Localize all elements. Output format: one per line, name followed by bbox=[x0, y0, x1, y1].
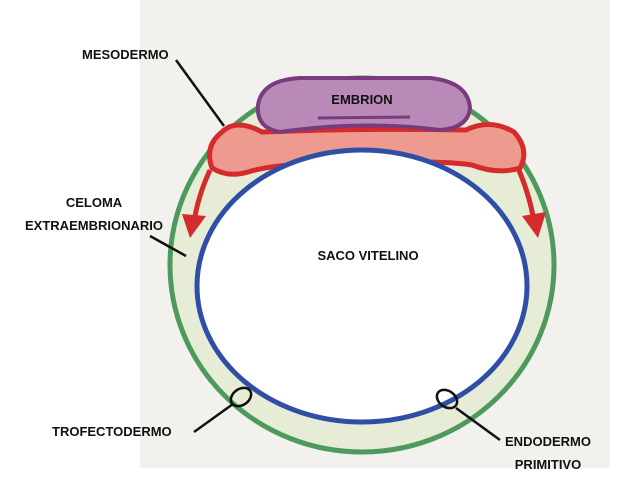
mesoderm-right-arrow-head bbox=[522, 212, 546, 238]
mesodermo-leader-line bbox=[174, 59, 226, 127]
trofectodermo-leader-line bbox=[193, 402, 234, 434]
trofectodermo-label: TROFECTODERMO bbox=[52, 424, 172, 439]
endodermo-marker-oval bbox=[435, 388, 459, 410]
embryo-inner-line bbox=[317, 115, 411, 120]
saco-vitelino-label: SACO VITELINO bbox=[317, 248, 418, 263]
celoma-leader-line bbox=[149, 234, 187, 258]
yolk-sac bbox=[194, 147, 530, 425]
embrion-label: EMBRION bbox=[331, 92, 392, 107]
endodermo-label-line2: PRIMITIVO bbox=[515, 457, 581, 472]
celoma-label-line1: CELOMA bbox=[66, 195, 123, 210]
embryo-shape bbox=[255, 76, 473, 135]
celoma-label-line2: EXTRAEMBRIONARIO bbox=[25, 218, 163, 233]
endodermo-label-line1: ENDODERMO bbox=[505, 434, 591, 449]
endodermo-leader-line bbox=[455, 406, 501, 442]
mesodermo-label: MESODERMO bbox=[82, 47, 169, 62]
mesoderm-left-arrow-head bbox=[182, 214, 206, 238]
